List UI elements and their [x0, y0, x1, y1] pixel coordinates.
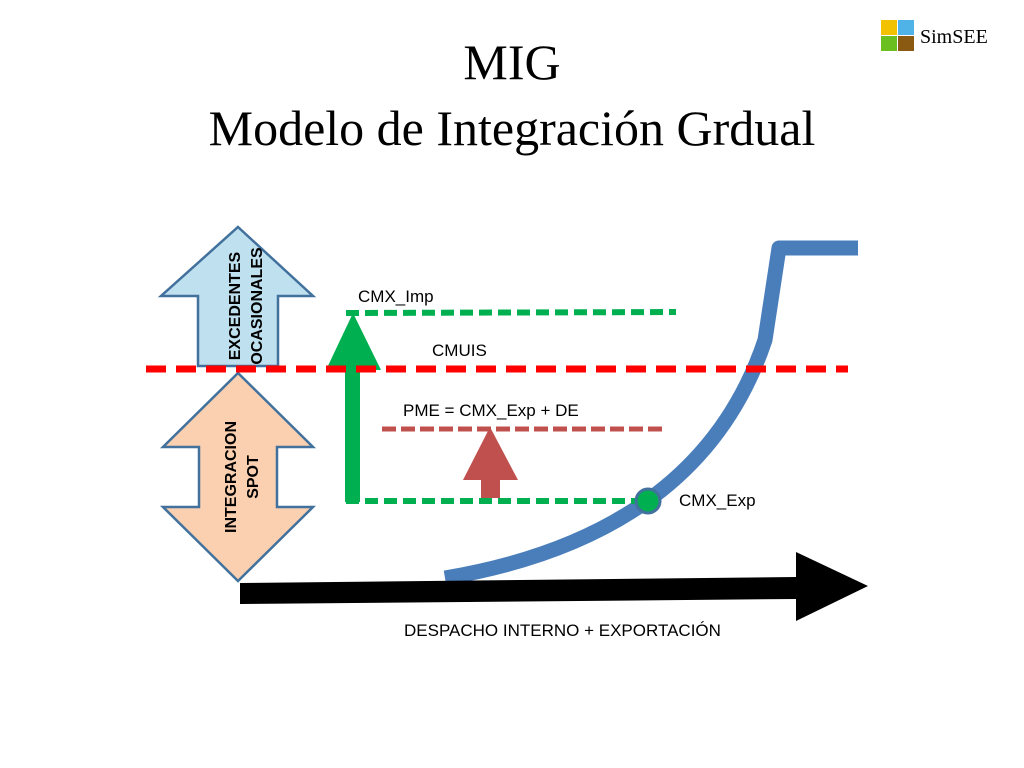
logo-text: SimSEE	[920, 26, 988, 48]
slide-title: MIG	[463, 34, 561, 90]
cmx-exp-label: CMX_Exp	[679, 491, 756, 510]
pme-arrow	[463, 427, 518, 498]
green-arrow-head	[326, 313, 381, 370]
slide-subtitle: Modelo de Integración Grdual	[208, 100, 816, 156]
cmx-exp-dot	[634, 487, 662, 515]
excedentes-label: EXCEDENTES	[227, 251, 244, 360]
logo-square-yellow	[881, 20, 897, 35]
integracion-label: INTEGRACION	[223, 421, 240, 533]
simsee-logo-icon	[881, 20, 914, 51]
integracion-double-arrow	[159, 371, 317, 583]
pme-label: PME = CMX_Exp + DE	[403, 401, 579, 420]
logo-square-green	[881, 36, 897, 51]
logo-square-brown	[898, 36, 914, 51]
cmx-imp-label: CMX_Imp	[358, 287, 434, 306]
green-arrow-shaft	[345, 368, 360, 502]
supply-curve	[443, 240, 858, 586]
axis-label: DESPACHO INTERNO + EXPORTACIÓN	[404, 621, 721, 640]
cmx-imp-line	[345, 309, 677, 316]
axis-arrow	[240, 552, 868, 621]
cmuis-label: CMUIS	[432, 341, 487, 360]
logo-square-blue	[898, 20, 914, 35]
spot-label: SPOT	[245, 455, 262, 499]
ocasionales-label: OCASIONALES	[249, 247, 266, 365]
